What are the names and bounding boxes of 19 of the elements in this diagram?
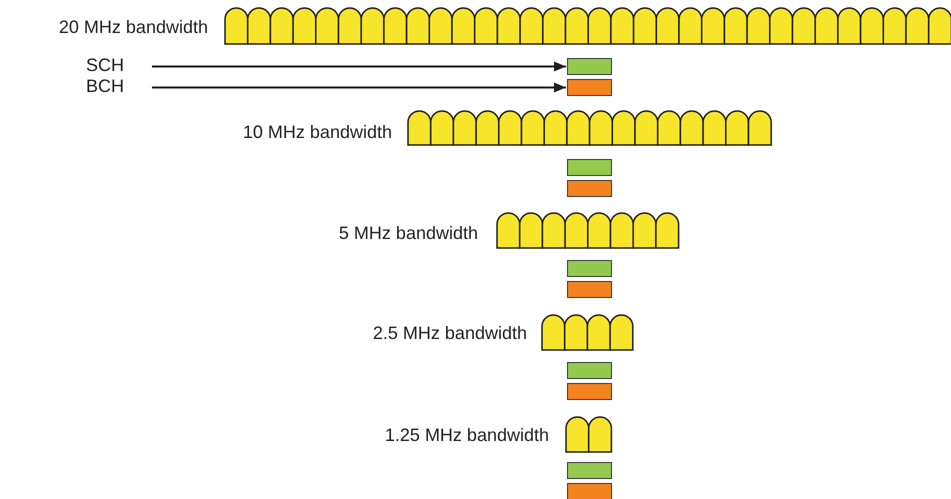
sch-block xyxy=(567,462,612,479)
bch-block xyxy=(567,281,612,298)
arrow xyxy=(152,82,566,92)
bch-block xyxy=(567,483,612,499)
sch-block xyxy=(567,159,612,176)
bandwidth-label: 20 MHz bandwidth xyxy=(58,17,208,37)
sch-block xyxy=(567,58,612,75)
channel-label: BCH xyxy=(86,76,126,96)
bandwidth-label: 1.25 MHz bandwidth xyxy=(384,425,549,445)
sch-block xyxy=(567,362,612,379)
bch-block xyxy=(567,383,612,400)
bandwidth-label: 2.5 MHz bandwidth xyxy=(372,323,527,343)
bch-block xyxy=(567,180,612,197)
channel-label: SCH xyxy=(86,55,126,75)
arrow xyxy=(152,62,566,72)
bandwidth-label: 5 MHz bandwidth xyxy=(338,223,478,243)
bandwidth-label: 10 MHz bandwidth xyxy=(242,122,392,142)
sch-block xyxy=(567,260,612,277)
bch-block xyxy=(567,79,612,96)
